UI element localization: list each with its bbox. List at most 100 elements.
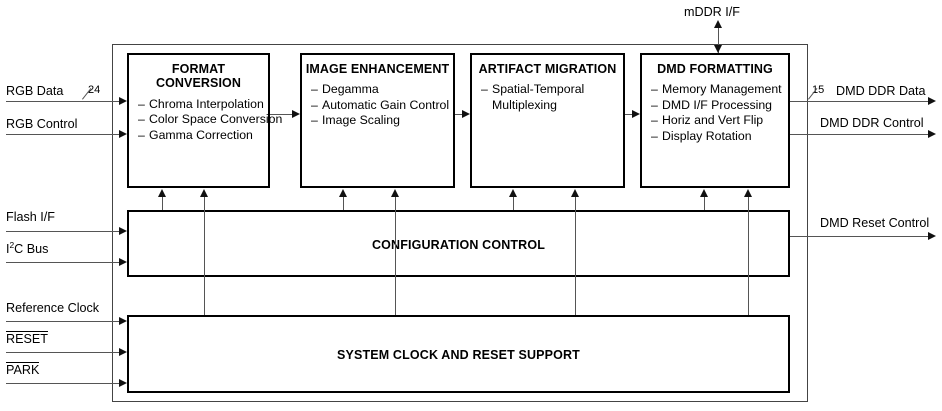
input-wire-reference-clock: [6, 321, 125, 322]
list-item: –Spatial-Temporal Multiplexing: [481, 82, 610, 113]
list-item-label: Color Space Conversion: [149, 112, 283, 127]
input-wire-rgb-data: [6, 101, 125, 102]
wire-config-to-enhancement: [343, 197, 344, 210]
dash-marker: –: [311, 113, 318, 128]
list-item: –Display Rotation: [651, 129, 788, 145]
arrow-clock-to-dmd-icon: [744, 189, 752, 197]
block-title-format-conversion: FORMAT CONVERSION: [155, 62, 242, 91]
wire-clock-to-enhancement: [395, 197, 396, 315]
list-item: –Degamma: [311, 82, 453, 98]
output-wire-dmd-ddr-control: [790, 134, 932, 135]
list-item: –Chroma Interpolation: [138, 97, 268, 113]
block-items-dmd-formatting: –Memory Management –DMD I/F Processing –…: [642, 82, 788, 144]
list-item-label: Image Scaling: [322, 113, 400, 128]
list-item: –DMD I/F Processing: [651, 98, 788, 114]
mddr-if-label: mDDR I/F: [684, 5, 740, 19]
wire-artifact-to-dmd: [625, 114, 634, 115]
input-arrow-i2c-bus-icon: [119, 257, 127, 266]
list-item-label: Gamma Correction: [149, 127, 253, 142]
mddr-if-arrow-down-icon: [714, 45, 722, 53]
mddr-if-arrow-up-icon: [714, 20, 722, 28]
dash-marker: –: [311, 97, 318, 112]
input-label-reset: RESET: [6, 331, 48, 346]
arrow-config-to-enhancement-icon: [339, 189, 347, 197]
wire-clock-to-artifact: [575, 197, 576, 315]
arrow-enhancement-to-artifact-icon: [462, 109, 470, 118]
output-wire-dmd-ddr-data: [790, 101, 932, 102]
list-item-label: Degamma: [322, 82, 379, 97]
arrow-clock-to-enhancement-icon: [391, 189, 399, 197]
i2c-superscript: 2: [9, 239, 15, 250]
dash-marker: –: [138, 96, 145, 111]
input-label-rgb-data: RGB Data: [6, 84, 64, 98]
output-arrow-dmd-reset-control-icon: [928, 231, 936, 240]
output-wire-dmd-reset-control: [790, 236, 932, 237]
arrow-config-to-artifact-icon: [509, 189, 517, 197]
i2c-prefix: I: [6, 242, 10, 256]
list-item-label: DMD I/F Processing: [662, 97, 773, 112]
wire-enhancement-to-artifact: [455, 114, 464, 115]
list-item-label: Memory Management: [662, 82, 782, 97]
input-wire-reset: [6, 352, 125, 353]
input-label-park: PARK: [6, 362, 40, 377]
list-item: –Gamma Correction: [138, 128, 268, 144]
input-label-i2c-bus: I2C Bus: [6, 239, 49, 256]
dash-marker: –: [651, 97, 658, 112]
input-arrow-reset-icon: [119, 347, 127, 356]
arrow-format-to-enhancement-icon: [292, 109, 300, 118]
wire-config-to-artifact: [513, 197, 514, 210]
block-title-image-enhancement: IMAGE ENHANCEMENT: [305, 62, 450, 76]
input-arrow-park-icon: [119, 378, 127, 387]
i2c-suffix: C Bus: [14, 242, 49, 256]
block-title-configuration-control: CONFIGURATION CONTROL: [371, 238, 546, 252]
arrow-config-to-format-icon: [158, 189, 166, 197]
input-label-rgb-control: RGB Control: [6, 117, 78, 131]
block-items-format-conversion: –Chroma Interpolation –Color Space Conve…: [129, 97, 282, 144]
block-dmd-formatting[interactable]: DMD FORMATTING –Memory Management –DMD I…: [640, 53, 790, 188]
list-item: –Image Scaling: [311, 113, 453, 129]
block-configuration-control[interactable]: CONFIGURATION CONTROL: [127, 210, 790, 277]
input-arrow-rgb-data-icon: [119, 96, 127, 105]
block-title-system-clock-reset: SYSTEM CLOCK AND RESET SUPPORT: [337, 348, 580, 362]
input-label-flash-if: Flash I/F: [6, 210, 55, 224]
dash-marker: –: [651, 128, 658, 143]
input-label-reference-clock: Reference Clock: [6, 301, 100, 315]
input-arrow-rgb-control-icon: [119, 129, 127, 138]
output-label-dmd-reset-control: DMD Reset Control: [820, 216, 930, 230]
list-item: –Color Space Conversion: [138, 112, 282, 128]
dash-marker: –: [138, 112, 145, 127]
bus-slash-icon-dmd-ddr-data: [808, 99, 821, 112]
block-title-dmd-formatting: DMD FORMATTING: [657, 62, 773, 76]
dash-marker: –: [651, 113, 658, 128]
output-label-dmd-ddr-control: DMD DDR Control: [820, 116, 924, 130]
dash-marker: –: [481, 82, 488, 97]
bus-width-dmd-ddr-data: 15: [812, 84, 825, 96]
wire-clock-to-dmd: [748, 197, 749, 315]
input-arrow-reference-clock-icon: [119, 316, 127, 325]
block-format-conversion[interactable]: FORMAT CONVERSION –Chroma Interpolation …: [127, 53, 282, 188]
wire-config-to-format: [162, 197, 163, 210]
block-system-clock-reset[interactable]: SYSTEM CLOCK AND RESET SUPPORT: [127, 315, 790, 393]
wire-clock-to-format: [204, 197, 205, 315]
dash-marker: –: [311, 82, 318, 97]
block-artifact-migration[interactable]: ARTIFACT MIGRATION –Spatial-Temporal Mul…: [470, 53, 625, 188]
list-item: –Horiz and Vert Flip: [651, 113, 788, 129]
dash-marker: –: [651, 82, 658, 97]
arrow-clock-to-format-icon: [200, 189, 208, 197]
arrow-artifact-to-dmd-icon: [632, 109, 640, 118]
mddr-if-wire: [718, 24, 719, 53]
arrow-clock-to-artifact-icon: [571, 189, 579, 197]
wire-config-to-dmd: [704, 197, 705, 210]
block-image-enhancement[interactable]: IMAGE ENHANCEMENT –Degamma –Automatic Ga…: [300, 53, 455, 188]
input-wire-flash-if: [6, 231, 125, 232]
arrow-config-to-dmd-icon: [700, 189, 708, 197]
input-wire-rgb-control: [6, 134, 125, 135]
output-arrow-dmd-ddr-data-icon: [928, 96, 936, 105]
block-title-artifact-migration: ARTIFACT MIGRATION: [478, 62, 617, 76]
list-item-label: Display Rotation: [662, 128, 752, 143]
list-item-label: Chroma Interpolation: [149, 96, 264, 111]
input-arrow-flash-if-icon: [119, 226, 127, 235]
list-item: –Memory Management: [651, 82, 788, 98]
output-label-dmd-ddr-data: DMD DDR Data: [836, 84, 926, 98]
